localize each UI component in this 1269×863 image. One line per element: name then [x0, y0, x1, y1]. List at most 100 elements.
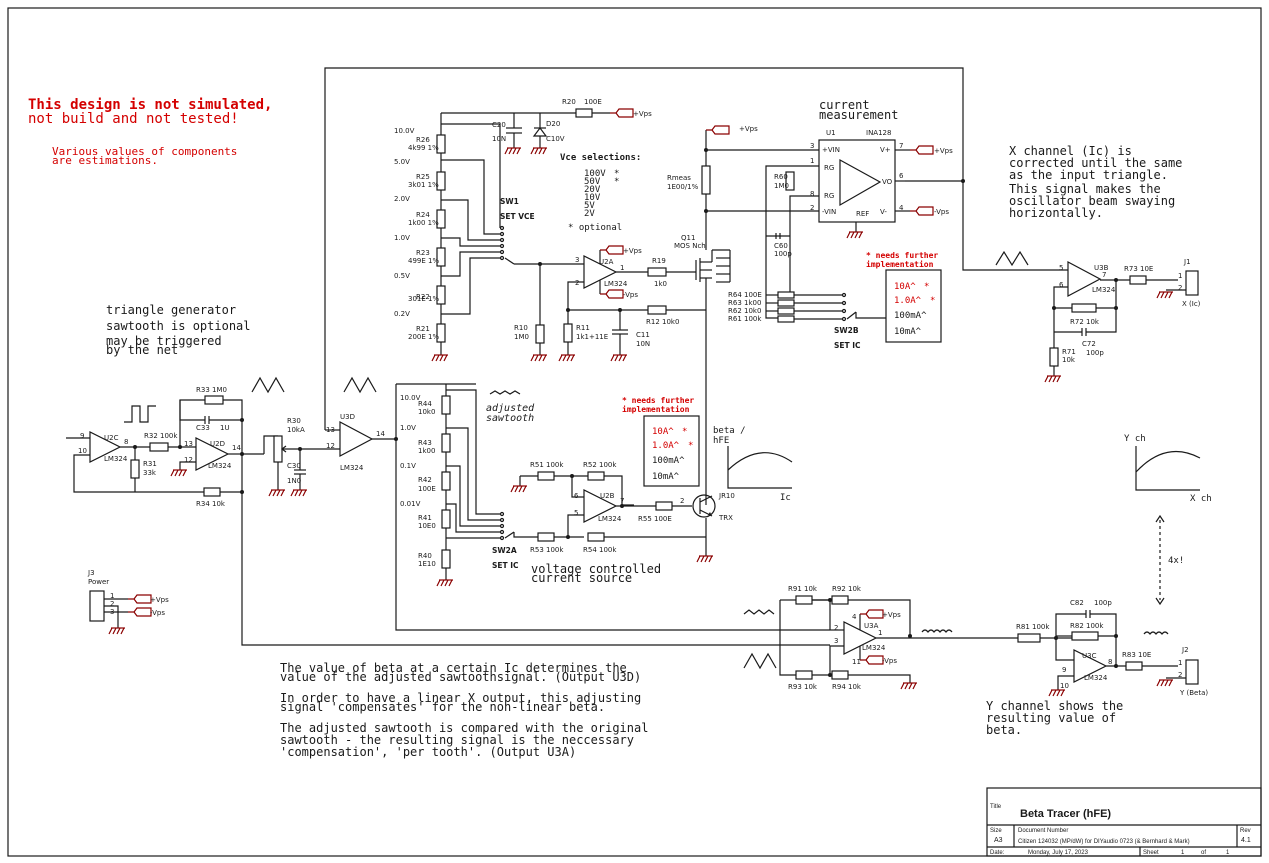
- label-text: R93 10k: [788, 683, 818, 691]
- wire: [829, 645, 844, 675]
- label-text: resulting value of: [986, 711, 1116, 725]
- symbol-path: [532, 127, 548, 137]
- label-text: +Vps: [633, 110, 652, 118]
- label-text: +Vps: [934, 147, 953, 155]
- node-dot: [828, 673, 832, 677]
- label-text: Ic: [780, 493, 791, 503]
- wire: [446, 389, 500, 515]
- label-text: R81 100k: [1016, 623, 1050, 631]
- label-text: 12: [184, 456, 193, 464]
- symbol-ref: [1044, 375, 1062, 383]
- label-text: 2V: [584, 209, 595, 219]
- label-text: 50V: [584, 177, 601, 187]
- node-dot: [841, 300, 847, 306]
- label-text: LM324: [208, 462, 232, 470]
- label-text: 7: [1102, 271, 1106, 279]
- label-text: 1E10: [418, 560, 436, 568]
- label-text: current: [819, 98, 870, 112]
- label-text: R24: [416, 211, 430, 219]
- label-text: R22: [416, 293, 430, 301]
- label-text: 2: [1178, 284, 1182, 292]
- label-text: -VIN: [822, 208, 836, 216]
- wire: [567, 281, 648, 311]
- symbol-rect: [89, 590, 105, 622]
- label-text: 9: [80, 432, 84, 440]
- node-dot: [704, 148, 708, 152]
- label-text: 6: [899, 172, 904, 180]
- label-text: measurement: [819, 108, 898, 122]
- label-text: 1N0: [287, 477, 301, 485]
- ic-range-box-2: 10A^* 1.0A^* 100mA^ 10mA^: [643, 415, 700, 487]
- wire: [1096, 280, 1117, 309]
- wire: [251, 376, 285, 394]
- label-text: R94 10k: [832, 683, 862, 691]
- node-dot: [499, 523, 505, 529]
- label-text: R52 100k: [583, 461, 617, 469]
- label-text: 10.0V: [394, 127, 415, 135]
- label-text: Y (Beta): [1179, 689, 1208, 697]
- wire: [848, 674, 911, 683]
- label-text: 100mA^: [894, 311, 927, 321]
- label-text: horizontally.: [1009, 206, 1103, 220]
- label-text: beta.: [986, 723, 1022, 737]
- node-dot: [704, 209, 708, 213]
- symbol-ref: [1156, 679, 1174, 687]
- label-text: +Vps: [882, 611, 901, 619]
- symbol-path: [195, 437, 230, 471]
- resistor-R19: [647, 267, 667, 277]
- label-text: 1k00: [418, 447, 435, 455]
- label-text: sawtooth - the resulting signal is the n…: [280, 733, 634, 747]
- symbol-ref: [1048, 689, 1066, 697]
- drawing-title: Beta Tracer (hFE): [1020, 808, 1111, 820]
- vcs-note: voltage controlled current source: [531, 562, 661, 585]
- wire: [1090, 613, 1117, 666]
- label-text: Y ch: [1124, 434, 1146, 444]
- label-text: * needs further: [622, 396, 694, 405]
- node-dot: [620, 504, 624, 508]
- label-text: R92 10k: [832, 585, 862, 593]
- label-text: C72: [1082, 340, 1096, 348]
- label-text: beta /: [713, 426, 746, 436]
- label-text: Monday, July 17, 2023: [1028, 850, 1089, 856]
- node-dot: [499, 535, 505, 541]
- label-text: R20: [562, 98, 576, 106]
- label-text: 10N: [492, 135, 506, 143]
- resistor-R81: [1017, 633, 1041, 643]
- label-text: MOS Nch: [674, 242, 706, 250]
- label-text: 499E 1%: [408, 257, 439, 265]
- label-text: 11: [852, 658, 861, 666]
- label-text: U3C: [1082, 652, 1097, 660]
- label-text: R72 10k: [1070, 318, 1100, 326]
- label-text: hFE: [713, 436, 729, 446]
- wire: [441, 199, 500, 241]
- label-text: 7: [620, 497, 624, 505]
- top-loop-wire: [324, 67, 1068, 430]
- node-dot: [499, 225, 505, 231]
- label-text: 2: [575, 279, 579, 287]
- symbol-ref: [610, 354, 628, 362]
- label-text: sawtooth: [486, 413, 534, 424]
- needs-note-2: * needs further implementation: [622, 396, 694, 414]
- label-text: 100E: [418, 485, 436, 493]
- label-text: 10kA: [287, 426, 305, 434]
- label-text: of: [1201, 850, 1206, 856]
- wire: [343, 376, 377, 394]
- wire: [441, 123, 501, 228]
- label-text: R25: [416, 173, 430, 181]
- wire: [699, 495, 713, 503]
- label-text: 1E00/1%: [667, 183, 699, 191]
- wire: [567, 514, 584, 537]
- label-text: U2B: [600, 492, 615, 500]
- label-text: 10k: [1062, 356, 1076, 364]
- symbol-ref: [127, 607, 152, 617]
- label-text: 13: [184, 440, 193, 448]
- label-text: +VIN: [822, 146, 840, 154]
- resistor-R34: [203, 487, 221, 497]
- label-text: X (Ic): [1182, 300, 1201, 308]
- label-text: C10V: [546, 135, 565, 143]
- resistor-R55: [655, 501, 673, 511]
